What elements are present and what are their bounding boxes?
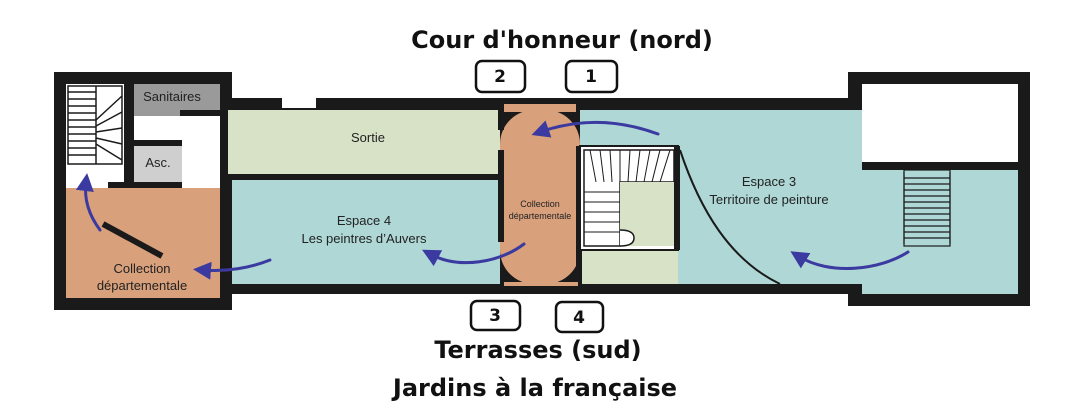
room-label-espace3-title: Espace 3 — [742, 174, 796, 189]
room-espace-3 — [678, 110, 852, 284]
staircase-icon — [579, 145, 679, 251]
door-marker-1: 1 — [564, 59, 619, 94]
room-label-collection-left-1: Collection — [113, 261, 170, 276]
partition-wall — [101, 221, 164, 259]
door-marker-2: 2 — [474, 59, 527, 94]
room-label-sanitaires: Sanitaires — [143, 89, 201, 104]
staircase-icon — [67, 85, 123, 165]
door-number: 1 — [585, 67, 597, 87]
room-ascenseur — [134, 146, 182, 182]
curved-arrow-icon — [790, 250, 910, 270]
central-gallery: Sortie Espace 4 Les peintres d’Auvers Co… — [220, 98, 860, 294]
room-sortie — [228, 110, 500, 174]
door-marker-3: 3 — [469, 299, 522, 332]
curved-partition — [679, 149, 781, 285]
heading-north: Cour d'honneur (nord) — [411, 26, 713, 54]
room-espace-4 — [232, 180, 500, 284]
right-wing — [848, 72, 1030, 306]
door-number: 4 — [573, 308, 585, 328]
curved-arrow-icon — [531, 120, 660, 138]
room-label-ascenseur: Asc. — [145, 155, 170, 170]
room-label-sortie: Sortie — [351, 130, 385, 145]
door-number: 2 — [494, 67, 506, 87]
room-label-espace4-title: Espace 4 — [337, 213, 391, 228]
room-label-espace4-sub: Les peintres d’Auvers — [301, 231, 427, 246]
room-label-espace3-sub: Territoire de peinture — [709, 192, 828, 207]
curved-arrow-icon — [75, 173, 102, 232]
door-marker-4: 4 — [554, 300, 605, 334]
staircase-icon — [903, 169, 951, 247]
room-sanitaires — [134, 84, 220, 110]
room-label-collection-center-1: Collection — [520, 199, 560, 209]
left-wing: Sanitaires Asc. Collection départemental… — [54, 72, 232, 310]
room-label-collection-center-2: départementale — [509, 211, 572, 221]
heading-south-sub: Jardins à la française — [391, 374, 677, 402]
curved-arrow-icon — [193, 258, 272, 280]
door-number: 3 — [489, 306, 501, 326]
curved-arrow-icon — [422, 242, 526, 267]
heading-south: Terrasses (sud) — [434, 336, 641, 364]
room-label-collection-left-2: départementale — [97, 278, 187, 293]
room-collection-center — [500, 110, 580, 284]
visitor-path — [75, 120, 910, 280]
